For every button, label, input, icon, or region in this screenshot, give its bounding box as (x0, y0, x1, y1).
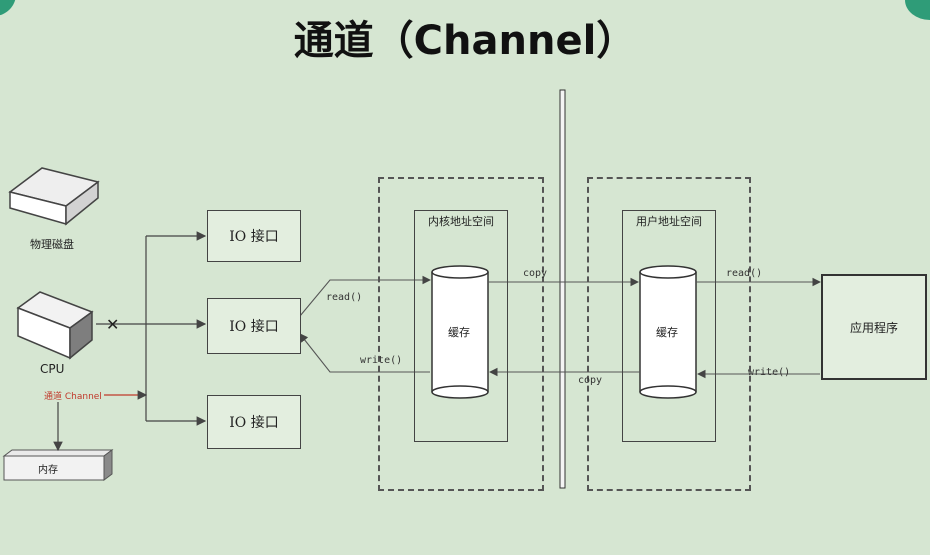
read-left-label: read() (326, 292, 363, 303)
memory-label: 内存 (38, 465, 58, 476)
kernel-space-label: 内核地址空间 (428, 215, 494, 228)
user-buffer-label: 缓存 (656, 326, 678, 339)
disk-icon (8, 167, 100, 226)
write-left-label: write() (360, 355, 403, 366)
application-box: 应用程序 (821, 274, 927, 380)
kernel-buffer-cylinder (431, 265, 489, 399)
disk-label: 物理磁盘 (30, 238, 74, 251)
page-title: 通道（Channel） (293, 18, 637, 64)
channel-label: 通道 Channel (44, 392, 102, 402)
io-port-bottom: IO 接口 (207, 395, 301, 449)
user-buffer-cylinder (639, 265, 697, 399)
cpu-label: CPU (40, 362, 65, 376)
kernel-space-box: 内核地址空间 (414, 210, 508, 442)
io-port-middle: IO 接口 (207, 298, 301, 354)
kernel-buffer-label: 缓存 (448, 326, 470, 339)
svg-text:✕: ✕ (106, 315, 119, 334)
read-right-label: read() (726, 268, 763, 279)
io-port-top: IO 接口 (207, 210, 301, 262)
copy-bottom-label: copy (578, 375, 603, 386)
copy-top-label: copy (523, 268, 548, 279)
user-space-box: 用户地址空间 (622, 210, 716, 442)
user-space-label: 用户地址空间 (636, 215, 702, 228)
write-right-label: write() (748, 367, 791, 378)
memory-icon (2, 449, 114, 481)
user-dashed-region (587, 177, 751, 491)
cpu-icon (16, 291, 94, 360)
kernel-dashed-region (378, 177, 544, 491)
